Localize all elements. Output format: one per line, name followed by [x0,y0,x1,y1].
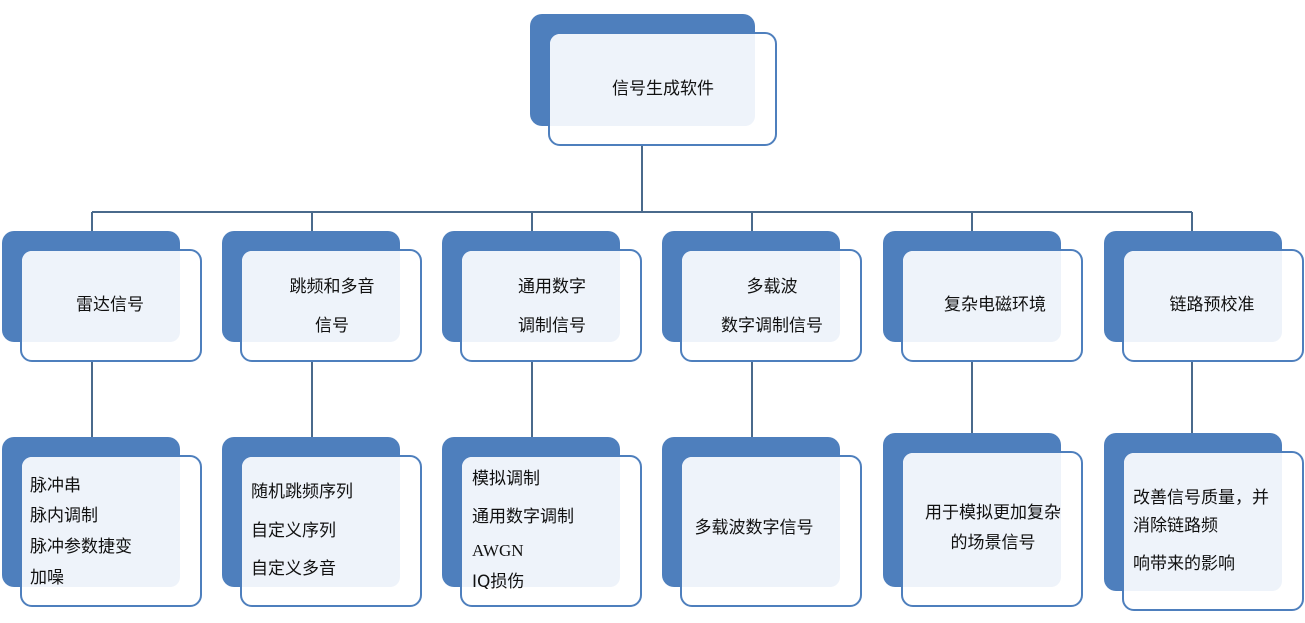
detail-item: 模拟调制 [472,469,540,489]
detail-item: 通用数字调制 [472,507,574,527]
category-label-line2: 调制信号 [518,316,586,336]
detail-item: 脉冲串 [30,476,81,496]
detail-item: AWGN [472,541,524,560]
detail-item: 改善信号质量，并 [1133,488,1269,508]
detail-item: 自定义序列 [251,521,336,541]
category-label: 复杂电磁环境 [944,295,1046,315]
detail-item: 用于模拟更加复杂 [925,503,1061,523]
category-label: 链路预校准 [1169,295,1255,315]
category-node-link-precalibration: 链路预校准 [1104,231,1304,362]
detail-item: 响带来的影响 [1133,554,1235,574]
detail-item: 的场景信号 [950,533,1036,553]
detail-item: 随机跳频序列 [251,482,353,502]
detail-item: 多载波数字信号 [694,518,814,538]
detail-node-electromagnetic-environment: 用于模拟更加复杂 的场景信号 [883,433,1083,607]
detail-node-multicarrier: 多载波数字信号 [662,437,862,607]
category-label-line2: 数字调制信号 [721,316,823,336]
root-label: 信号生成软件 [612,79,714,99]
detail-item: 自定义多音 [251,559,336,579]
category-label-line2: 信号 [315,316,349,336]
category-node-multicarrier: 多载波 数字调制信号 [662,231,862,362]
category-node-radar: 雷达信号 [2,231,202,362]
detail-item: 脉冲参数捷变 [30,537,132,557]
category-label-line1: 跳频和多音 [289,277,375,297]
detail-node-link-precalibration: 改善信号质量，并 消除链路频 响带来的影响 [1104,433,1304,611]
detail-item: 加噪 [30,568,64,588]
category-node-frequency-hopping: 跳频和多音 信号 [222,231,422,362]
detail-item: 消除链路频 [1133,516,1218,536]
detail-node-digital-modulation: 模拟调制 通用数字调制 AWGN IQ损伤 [442,437,642,607]
detail-item: 脉内调制 [30,506,98,526]
category-label: 雷达信号 [76,295,144,315]
category-label-line1: 通用数字 [518,277,586,297]
category-node-digital-modulation: 通用数字 调制信号 [442,231,642,362]
category-node-electromagnetic-environment: 复杂电磁环境 [883,231,1083,362]
detail-node-frequency-hopping: 随机跳频序列 自定义序列 自定义多音 [222,437,422,607]
detail-node-radar: 脉冲串 脉内调制 脉冲参数捷变 加噪 [2,437,202,607]
root-node: 信号生成软件 [530,14,777,146]
category-label-line1: 多载波 [746,277,798,297]
detail-item: IQ损伤 [472,572,525,592]
